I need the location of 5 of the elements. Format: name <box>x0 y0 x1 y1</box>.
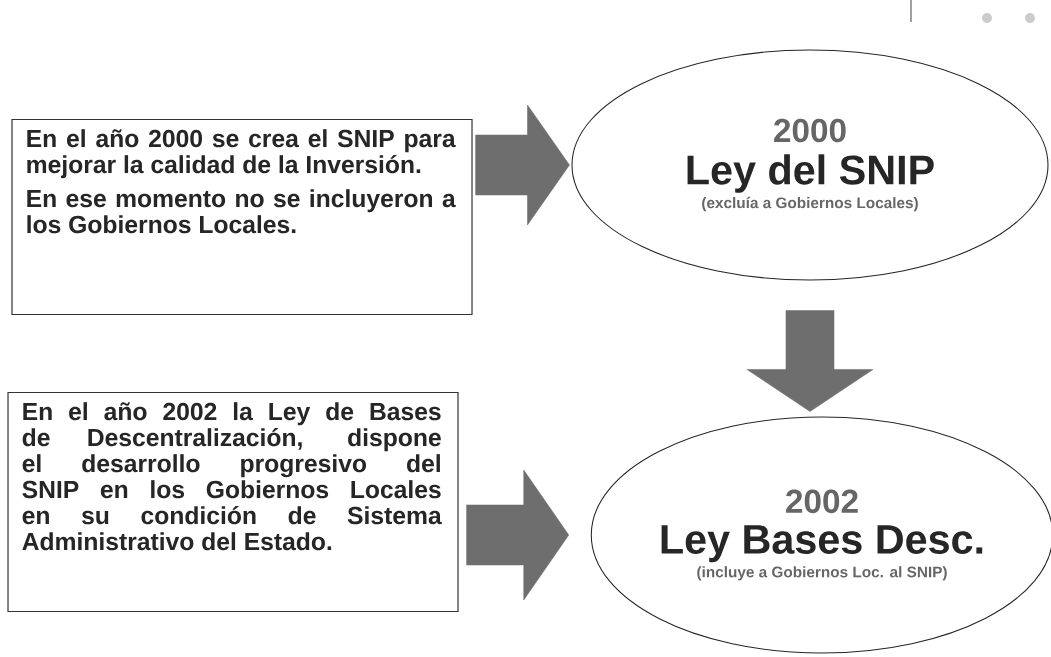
text-box: En el año 2000 se crea el SNIP para mejorar la calidad de la Inversión. En ese momento no se incluyeron a los Gobiernos Locales. <box>11 118 473 316</box>
block-arrow <box>746 310 874 412</box>
block-arrow <box>466 469 569 601</box>
block-arrow <box>475 104 570 226</box>
text-box: En el año 2002 la Ley de Bases de Descentralización, dispone el desarrollo progresivo del SNIP en los Gobiernos Locales en su condición de Sistema Administrativo del Estado. <box>7 391 459 613</box>
